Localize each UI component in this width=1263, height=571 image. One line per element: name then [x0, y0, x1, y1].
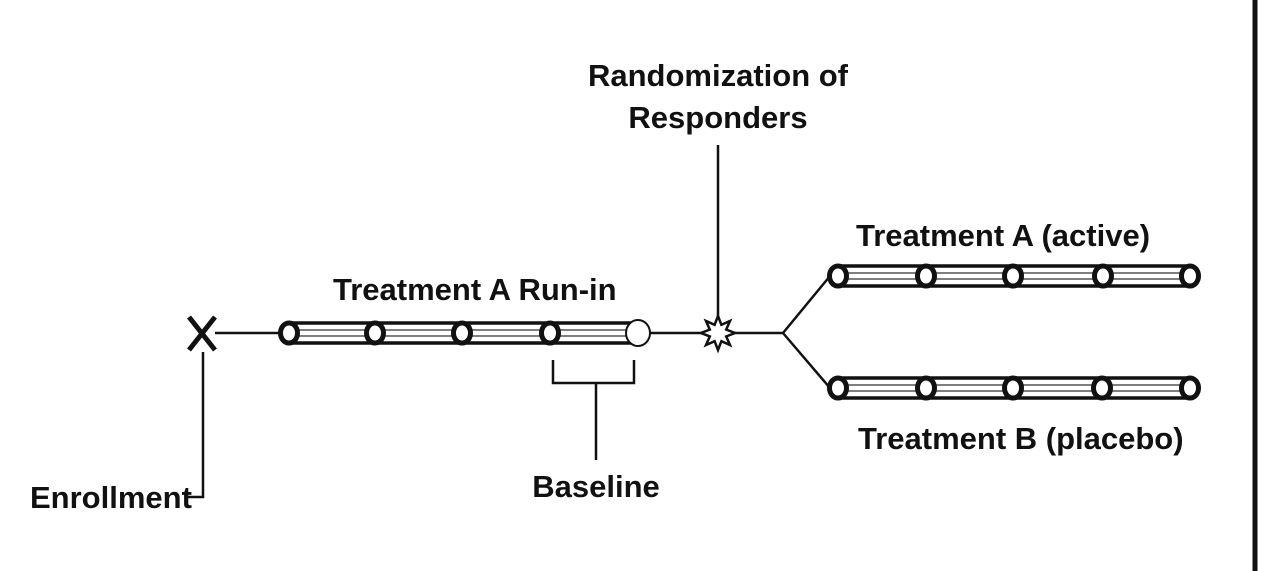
treatment-a-active-label: Treatment A (active)	[856, 218, 1150, 253]
visit-node	[915, 263, 937, 289]
visit-node	[1179, 263, 1201, 289]
treatment-b-placebo-label: Treatment B (placebo)	[858, 421, 1184, 456]
enrollment-leader-line	[188, 352, 205, 499]
visit-node-open	[625, 319, 651, 347]
visit-node	[364, 320, 386, 346]
visit-node	[451, 320, 473, 346]
visit-node	[1002, 263, 1024, 289]
treatment-a-runin-label: Treatment A Run-in	[333, 272, 617, 307]
visit-node	[539, 320, 561, 346]
visit-node	[1002, 375, 1024, 401]
branch-line-active	[782, 275, 831, 334]
randomization-label-line2: Responders	[628, 100, 807, 135]
visit-node	[1179, 375, 1201, 401]
visit-node	[915, 375, 937, 401]
randomization-star-icon	[697, 312, 739, 354]
branch-line-placebo	[782, 332, 831, 389]
baseline-label: Baseline	[532, 469, 660, 504]
baseline-bracket	[551, 360, 636, 385]
visit-node	[278, 320, 300, 346]
visit-node	[1091, 375, 1113, 401]
visit-node	[827, 375, 849, 401]
enrollment-x-marker	[187, 315, 217, 352]
randomization-label-line1: Randomization of	[588, 58, 849, 93]
enrollment-label: Enrollment	[30, 480, 192, 515]
visit-node	[1092, 263, 1114, 289]
visit-node	[827, 263, 849, 289]
